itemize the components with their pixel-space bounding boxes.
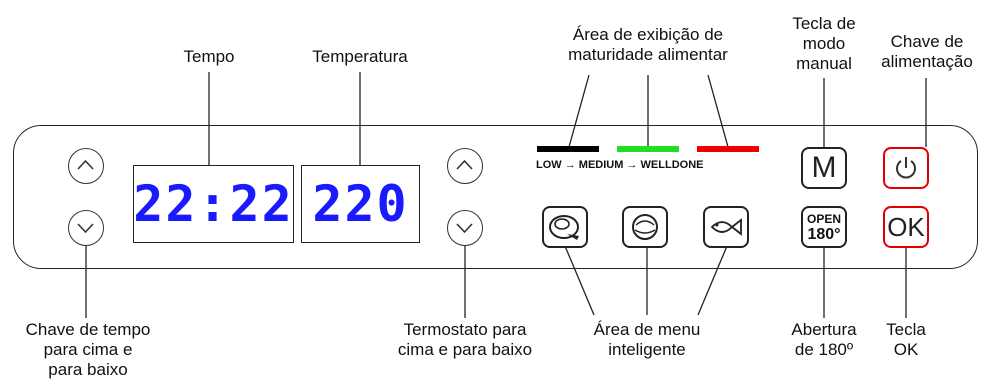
time-display: 22:22: [133, 165, 294, 243]
power-button[interactable]: [883, 147, 929, 189]
label-tempo: Tempo: [183, 47, 235, 66]
leader-line-low: [568, 74, 590, 148]
maturity-bar-welldone: [697, 146, 759, 152]
power-icon: [896, 157, 916, 179]
thermostat-down-button[interactable]: [447, 210, 483, 246]
meat-icon: [549, 215, 579, 240]
time-up-button[interactable]: [68, 148, 104, 184]
maturity-scale: LOW → MEDIUM → WELLDONE: [536, 159, 703, 171]
ok-button[interactable]: OK: [883, 206, 929, 248]
temperature-display: 220: [301, 165, 420, 243]
bread-icon: [632, 214, 658, 240]
ok-label: OK: [887, 211, 925, 242]
chevron-up-icon: [77, 159, 94, 170]
chevron-up-icon: [456, 159, 473, 170]
menu-meat-button[interactable]: [542, 206, 588, 248]
label-modo-manual: Tecla de modo manual: [792, 14, 856, 73]
maturity-bar-low: [537, 146, 599, 152]
label-termostato: Termostato para cima e para baixo: [397, 320, 533, 359]
label-abertura: Abertura de 180º: [791, 320, 857, 359]
thermostat-up-button[interactable]: [447, 148, 483, 184]
time-down-button[interactable]: [68, 210, 104, 246]
chevron-down-icon: [456, 223, 473, 234]
leader-line-welldone: [707, 74, 729, 148]
label-tecla-ok: Tecla OK: [886, 320, 926, 359]
scale-arrow-icon: →: [564, 159, 576, 171]
control-panel: [13, 125, 978, 269]
open-180-label: 180°: [807, 226, 841, 243]
scale-arrow-icon: →: [626, 159, 638, 171]
manual-mode-label: M: [811, 151, 837, 184]
fish-icon: [710, 218, 742, 236]
label-alimentacao: Chave de alimentação: [881, 32, 973, 71]
label-temperatura: Temperatura: [312, 47, 408, 66]
scale-medium: MEDIUM: [578, 159, 624, 171]
open-180-button[interactable]: OPEN 180°: [801, 206, 847, 248]
scale-welldone: WELLDONE: [640, 159, 704, 171]
label-chave-tempo: Chave de tempo para cima e para baixo: [25, 320, 151, 379]
scale-low: LOW: [536, 159, 562, 171]
open-label: OPEN: [806, 212, 841, 226]
maturity-bar-medium: [617, 146, 679, 152]
chevron-down-icon: [77, 223, 94, 234]
manual-mode-button[interactable]: M: [801, 147, 847, 189]
label-menu: Área de menu inteligente: [593, 320, 701, 359]
menu-fish-button[interactable]: [703, 206, 749, 248]
leader-line-menu-1: [564, 245, 595, 316]
label-maturidade: Área de exibição de maturidade alimentar: [568, 25, 728, 64]
menu-bread-button[interactable]: [622, 206, 668, 248]
leader-line-menu-3: [697, 245, 728, 316]
